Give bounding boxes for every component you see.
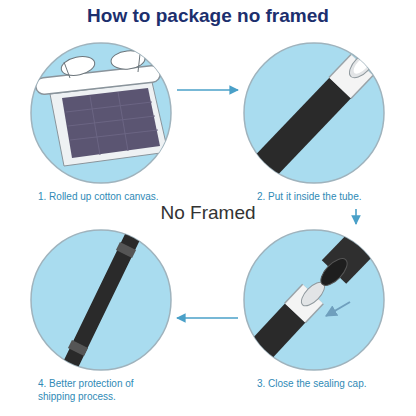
flow-arrow: [177, 317, 238, 319]
step-caption: 4. Better protection of shipping process…: [38, 377, 163, 403]
tube-cap-illustration: [246, 239, 366, 366]
canvas-roll-illustration: [44, 49, 168, 166]
step-circle: 3. Close the sealing cap.: [243, 229, 385, 399]
step-caption: 2. Put it inside the tube.: [257, 190, 407, 203]
tube-illustration: [256, 48, 379, 176]
diagram-title: How to package no framed: [0, 5, 416, 27]
step-caption: 1. Rolled up cotton canvas.: [38, 190, 188, 203]
circle-outline: [243, 42, 385, 184]
flow-arrow: [355, 209, 357, 224]
circle-outline: [243, 229, 385, 371]
circle-outline: [30, 229, 172, 371]
circle-shape: [31, 230, 171, 370]
step-caption: 3. Close the sealing cap.: [257, 377, 407, 390]
step-circle: 2. Put it inside the tube.: [243, 42, 385, 204]
center-label: No Framed: [0, 202, 416, 224]
circle-outline: [30, 42, 172, 184]
step-circle: 4. Better protection of shipping process…: [30, 229, 172, 409]
circle-shape: [31, 43, 171, 183]
circle-shape: [244, 230, 384, 370]
sealed-tube-illustration: [70, 238, 132, 366]
step-circle: 1. Rolled up cotton canvas.: [30, 42, 172, 204]
circle-shape: [244, 43, 384, 183]
flow-arrow: [177, 89, 238, 91]
